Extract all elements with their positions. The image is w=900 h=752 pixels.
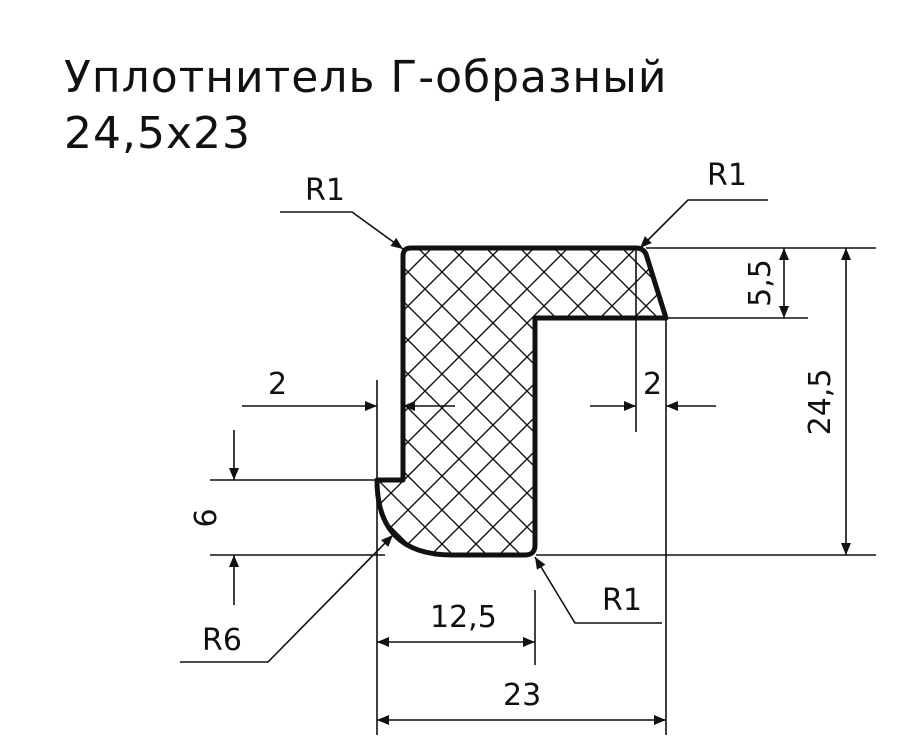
label-r1-bottom: R1: [602, 583, 642, 618]
label-dim-6: 6: [189, 508, 224, 527]
label-r6: R6: [202, 623, 242, 658]
label-dim-5-5: 5,5: [743, 259, 778, 307]
label-dim-2-left: 2: [268, 367, 287, 402]
label-dim-2-right: 2: [643, 367, 662, 402]
label-r1-top-right: R1: [707, 158, 747, 193]
seal-profile: [374, 245, 669, 558]
label-dim-24-5: 24,5: [803, 369, 838, 436]
drawing-title: Уплотнитель Г-образный 24,5x23: [64, 50, 668, 162]
title-line-1: Уплотнитель Г-образный: [64, 52, 668, 103]
label-dim-12-5: 12,5: [430, 600, 497, 635]
label-r1-top-left: R1: [305, 173, 345, 208]
title-line-2: 24,5x23: [64, 108, 251, 159]
label-dim-23: 23: [503, 678, 541, 713]
